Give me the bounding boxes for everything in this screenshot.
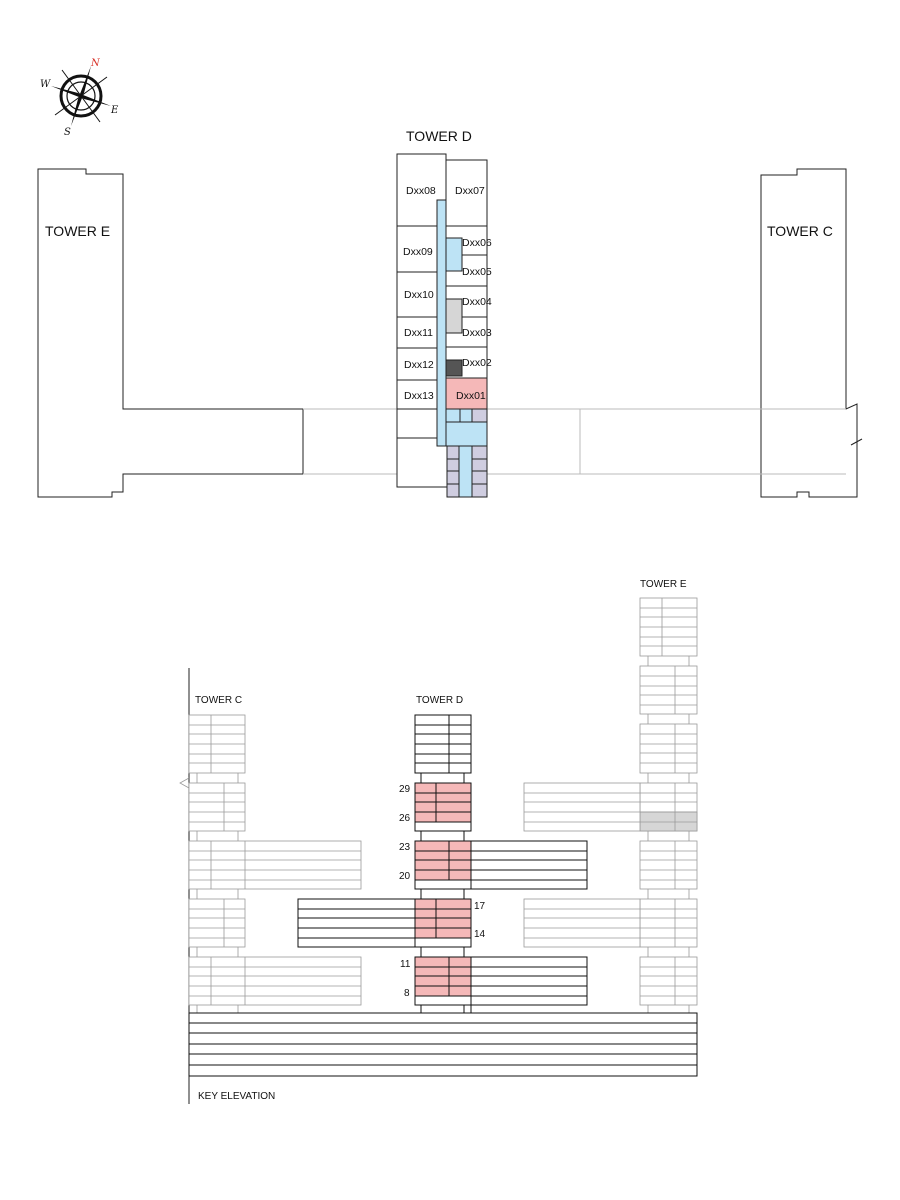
unit-dxx13[interactable] [396,379,438,410]
unit-label-dxx06: Dxx06 [462,237,492,249]
tower-d-plan-title: TOWER D [406,128,472,144]
key-elevation: TOWER E TOWER C TOWER D KEY ELEVATION 29… [179,579,698,1104]
unit-label-dxx04: Dxx04 [462,296,492,308]
floor-label-29: 29 [399,784,411,795]
tower-c-footprint [760,168,858,498]
key-elevation-title: KEY ELEVATION [198,1091,275,1102]
unit-label-dxx05: Dxx05 [462,266,492,278]
corridor [436,199,447,447]
dark-service-room [445,359,463,377]
compass-west-label: W [40,79,51,90]
compass-east-label: E [110,105,119,116]
floor-label-23: 23 [399,842,411,853]
elevation-tower-d-label: TOWER D [416,695,463,706]
floor-label-14: 14 [474,929,486,940]
floor-plan [37,153,863,498]
elevation-tower-e-label: TOWER E [640,579,687,590]
elevation-tower-e [523,597,698,1013]
floor-label-26: 26 [399,813,411,824]
elevation-tower-c [179,714,362,1013]
unit-label-dxx10: Dxx10 [404,289,434,301]
unit-label-dxx11: Dxx11 [404,327,433,339]
unit-amenity [396,408,438,439]
unit-dxx07[interactable] [445,159,488,227]
tower-c-plan-label: TOWER C [767,223,833,239]
compass-north-label: N [90,58,101,69]
unit-label-dxx03: Dxx03 [462,327,492,339]
floor-label-11: 11 [400,959,411,970]
tower-e-grey-band [639,811,698,832]
unit-label-dxx12: Dxx12 [404,359,434,371]
compass-rose-icon: N E S W [40,58,119,138]
unit-label-dxx02: Dxx02 [462,357,492,369]
elevation-tower-d [188,714,698,1077]
unit-label-dxx08: Dxx08 [406,185,436,197]
tower-e-plan-label: TOWER E [45,223,110,239]
floor-label-8: 8 [404,988,410,999]
unit-labels: Dxx08 Dxx07 Dxx09 Dxx06 Dxx05 Dxx10 Dxx0… [403,185,492,402]
unit-label-dxx09: Dxx09 [403,246,433,258]
unit-label-dxx13: Dxx13 [404,390,434,402]
unit-label-dxx07: Dxx07 [455,185,485,197]
tower-e-footprint [37,168,304,498]
podium-outline [303,408,846,475]
compass-south-label: S [64,127,71,138]
unit-label-dxx01: Dxx01 [456,390,486,402]
elevation-tower-c-label: TOWER C [195,695,242,706]
floor-label-20: 20 [399,871,411,882]
corridor-nook-upper [445,237,463,272]
grey-service-room [445,298,463,334]
stair-core [446,445,488,498]
floor-label-17: 17 [474,901,486,912]
